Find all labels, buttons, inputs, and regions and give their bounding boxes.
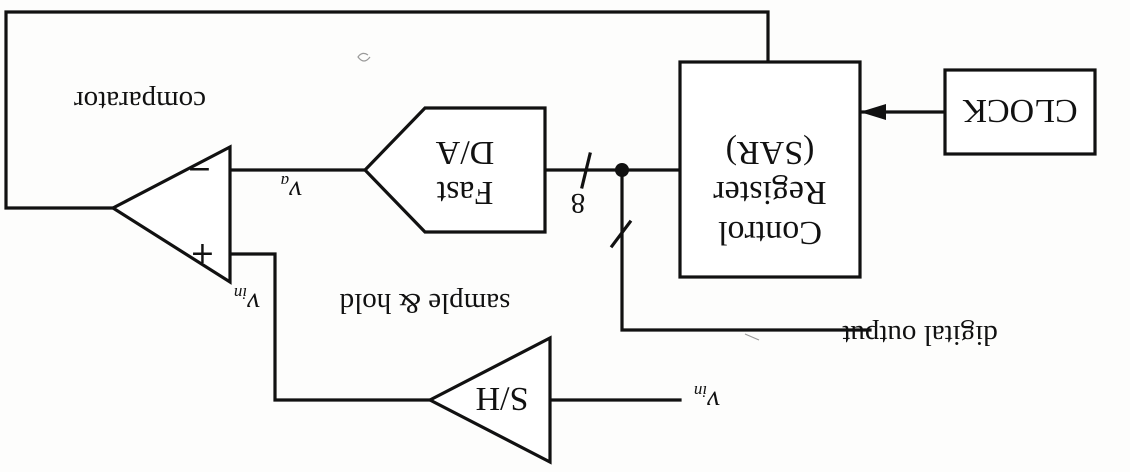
scan-speck xyxy=(357,52,371,62)
clock-label: CLOCK xyxy=(962,92,1078,129)
digital-output-caption: digital output xyxy=(842,319,997,351)
output-bus-slash xyxy=(609,219,633,249)
bus-slash xyxy=(580,152,592,189)
vin-input-main: v xyxy=(707,385,720,417)
sample-hold-label: S/H xyxy=(476,380,529,417)
rotated-figure: CLOCK Control Register (SAR) Fast D/A − … xyxy=(4,10,1097,465)
sample-hold-caption: sample & hold xyxy=(339,287,510,319)
dac-label-line-1: Fast xyxy=(436,174,493,211)
va-label: va xyxy=(281,172,302,207)
control-register-line-2: Register xyxy=(713,174,827,211)
control-register-line-1: Control xyxy=(718,214,822,251)
va-label-main: v xyxy=(289,175,302,207)
vin-comparator-sub: in xyxy=(234,284,247,303)
sample-hold-block xyxy=(426,335,552,465)
dac-label-line-2: D/A xyxy=(435,134,494,171)
dac-block xyxy=(362,106,547,234)
clock-block xyxy=(943,68,1097,156)
comparator-feedback-wire xyxy=(4,10,770,210)
scan-speck xyxy=(744,333,760,341)
comparator-block xyxy=(109,144,232,285)
bus-width-label: 8 xyxy=(571,187,586,219)
vin-input-label: vin xyxy=(694,382,720,417)
clock-arrowhead xyxy=(860,104,886,120)
vin-comparator-main: v xyxy=(247,287,260,319)
vin-input-sub: in xyxy=(694,382,707,401)
sh-to-comparator-wire xyxy=(228,252,432,402)
digital-output-wire xyxy=(620,168,872,332)
control-register-block xyxy=(678,60,862,279)
comparator-caption: comparator xyxy=(74,85,206,117)
control-register-line-3: (SAR) xyxy=(726,134,815,171)
va-label-sub: a xyxy=(281,172,290,191)
comparator-minus-sign: − xyxy=(187,152,212,187)
vin-comparator-label: vin xyxy=(234,284,260,319)
comparator-plus-sign: + xyxy=(190,236,215,271)
